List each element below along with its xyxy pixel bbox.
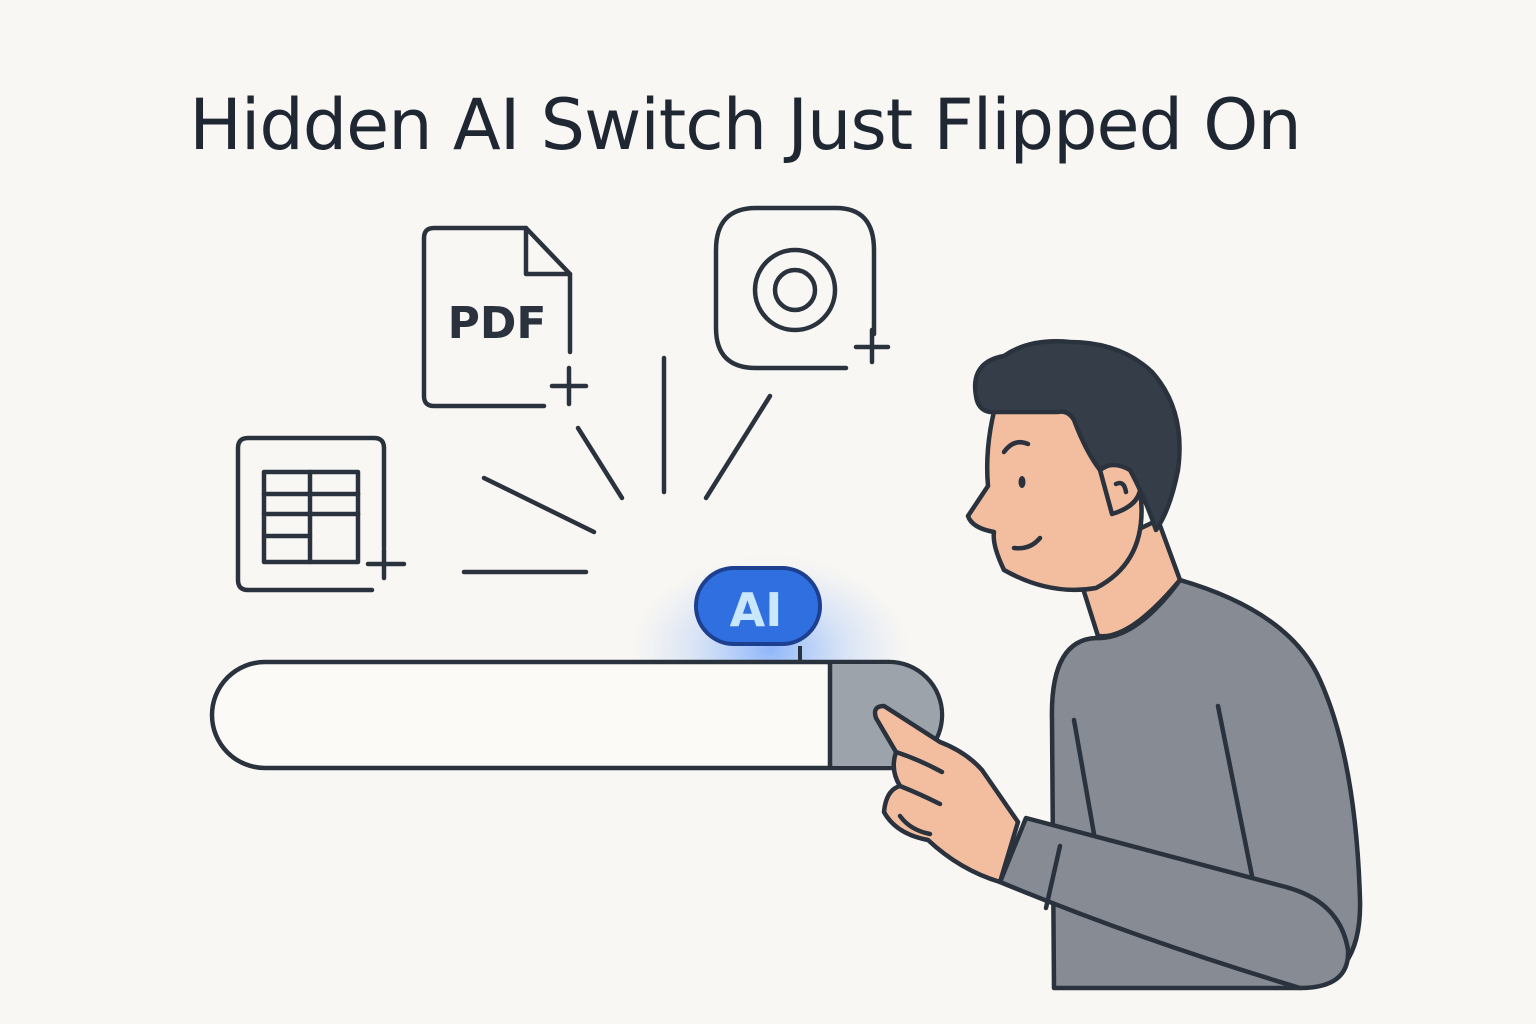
person-hair xyxy=(972,339,1182,533)
headline: Hidden AI Switch Just Flipped On xyxy=(189,84,1302,166)
burst-lines xyxy=(461,355,773,575)
person xyxy=(872,339,1363,991)
spreadsheet-icon xyxy=(235,435,407,593)
plus-icon xyxy=(365,547,407,581)
pdf-file-icon xyxy=(421,225,589,409)
ai-badge-label: AI xyxy=(730,583,783,637)
ai-badge[interactable]: AI xyxy=(694,566,822,646)
pdf-label: PDF xyxy=(448,298,547,349)
plus-icon xyxy=(549,365,589,407)
plus-icon xyxy=(853,327,891,365)
person-hand xyxy=(872,703,1021,885)
person-sleeve xyxy=(997,815,1351,991)
ai-toggle[interactable] xyxy=(209,646,945,771)
toggle-track[interactable] xyxy=(209,659,945,771)
camera-icon xyxy=(713,205,891,371)
